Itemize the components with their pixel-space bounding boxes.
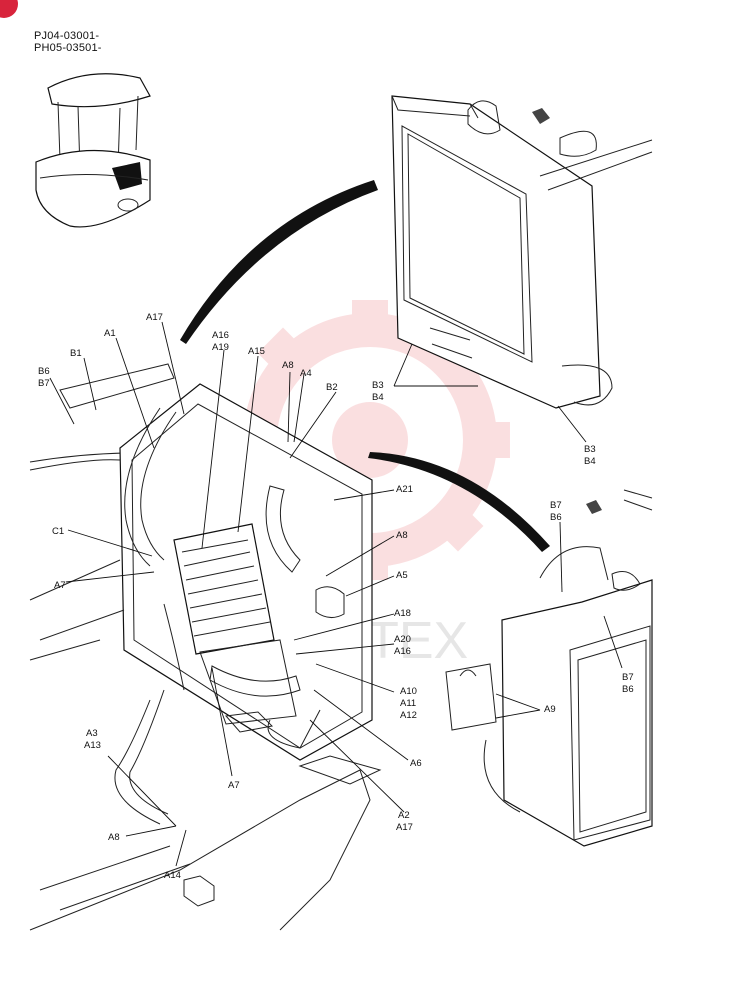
label-a4: A4 xyxy=(300,368,312,379)
label-b1: B1 xyxy=(70,348,82,359)
label-a6: A6 xyxy=(410,758,422,769)
serial-range-1: PJ04-03001- xyxy=(34,30,100,42)
label-a17-bottom: A17 xyxy=(396,822,413,833)
label-a18: A18 xyxy=(394,608,411,619)
label-a21: A21 xyxy=(396,484,413,495)
label-a17-top: A17 xyxy=(146,312,163,323)
label-b4-right: B4 xyxy=(584,456,596,467)
label-b3-right: B3 xyxy=(584,444,596,455)
label-a12: A12 xyxy=(400,710,417,721)
label-b6-right-top: B6 xyxy=(550,512,562,523)
machine-overview-thumbnail xyxy=(35,73,151,228)
label-a8-top: A8 xyxy=(282,360,294,371)
radiator-inset-bottom xyxy=(445,489,653,847)
radiator-inset-top xyxy=(391,95,653,409)
label-a15: A15 xyxy=(248,346,265,357)
label-a14: A14 xyxy=(164,870,181,881)
serial-range-2: PH05-03501- xyxy=(34,42,102,54)
label-c1: C1 xyxy=(52,526,64,537)
label-a8-bottom: A8 xyxy=(108,832,120,843)
label-b3-top: B3 xyxy=(372,380,384,391)
corner-badge xyxy=(0,0,18,18)
label-b7-right: B7 xyxy=(622,672,634,683)
callout-arc-upper xyxy=(180,180,378,344)
label-a7-bottom: A7 xyxy=(228,780,240,791)
label-a20: A20 xyxy=(394,634,411,645)
label-a19: A19 xyxy=(212,342,229,353)
label-a1: A1 xyxy=(104,328,116,339)
label-b7-right-top: B7 xyxy=(550,500,562,511)
label-a7-left: A7 xyxy=(54,580,66,591)
label-a3: A3 xyxy=(86,728,98,739)
part-labels: A1 B1 B6 B7 A17 A16 A19 A15 A8 A4 B2 B3 … xyxy=(38,312,634,881)
label-b7-left: B7 xyxy=(38,378,50,389)
label-b2: B2 xyxy=(326,382,338,393)
label-b6-left: B6 xyxy=(38,366,50,377)
label-a16-top: A16 xyxy=(212,330,229,341)
label-a2: A2 xyxy=(398,810,410,821)
label-b6-right: B6 xyxy=(622,684,634,695)
label-a11: A11 xyxy=(400,698,416,709)
label-a10: A10 xyxy=(400,686,417,697)
label-a16-mid: A16 xyxy=(394,646,411,657)
label-a8-mid: A8 xyxy=(396,530,408,541)
label-b4-top: B4 xyxy=(372,392,384,403)
radiator-main-assembly xyxy=(29,363,382,931)
label-a9: A9 xyxy=(544,704,556,715)
label-a13: A13 xyxy=(84,740,101,751)
label-a5: A5 xyxy=(396,570,408,581)
leader-lines xyxy=(49,321,623,867)
